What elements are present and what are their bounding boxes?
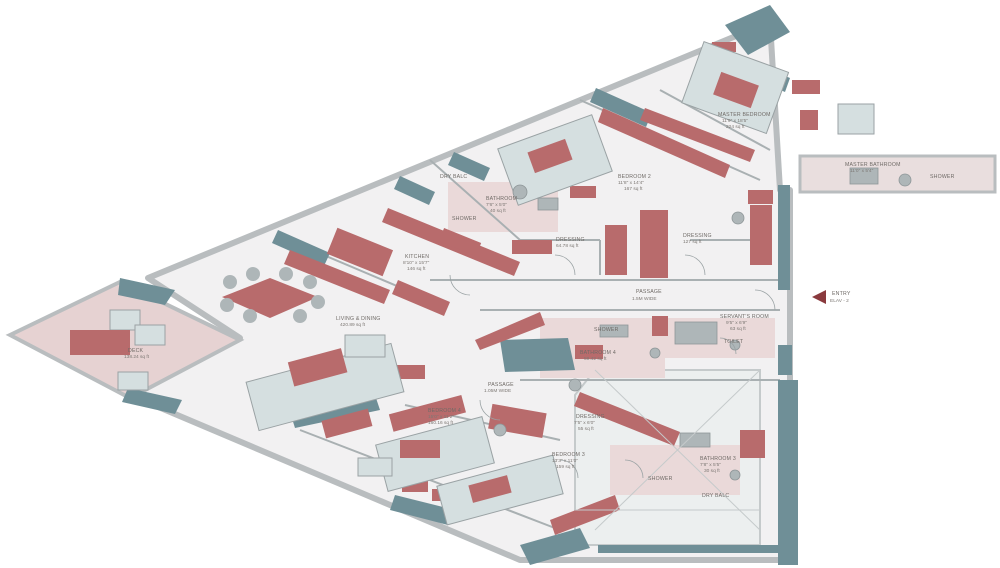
dressing-a-area: 64.78 sq ft: [556, 243, 579, 249]
door-arcs: [449, 254, 776, 479]
bedroom4-area: 160.16 sq ft: [428, 420, 454, 426]
dressing-a-label: DRESSING: [556, 237, 585, 243]
master-bedroom-label: MASTER BEDROOM: [718, 112, 771, 118]
toilet-label: TOILET: [724, 339, 744, 345]
maroon-fixtures: [284, 42, 820, 535]
entry-arrow-icon: [812, 290, 826, 304]
bedroom3-label: BEDROOM 3: [552, 452, 585, 458]
bath-fixtures: [493, 167, 912, 481]
living-area: 420.89 sq ft: [340, 322, 366, 328]
entry-sub: ELAV - 2: [830, 298, 849, 304]
passage-small-size: 1.05M WIDE: [484, 388, 511, 394]
bathroom3-label: BATHROOM 3: [700, 456, 736, 462]
servants-room-size: 9'5" x 6'9": [726, 320, 747, 326]
kitchen-label: KITCHEN: [405, 254, 429, 260]
light-well-lines: [575, 369, 761, 531]
bathroom4-area: 59.42 sq ft: [584, 356, 607, 362]
bathroom3-floor: [610, 445, 740, 495]
dressing-c-area: 55 sq ft: [578, 426, 594, 432]
bathroom-top-size: 7'6" x 5'0": [486, 202, 507, 208]
master-bedroom-area: 224 sq ft: [726, 124, 745, 130]
bedroom2-label: BEDROOM 2: [618, 174, 651, 180]
servants-room-area: 63 sq ft: [730, 326, 746, 332]
master-shower-label: SHOWER: [930, 174, 955, 180]
servants-room-label: SERVANT'S ROOM: [720, 314, 769, 320]
passage-main-size: 1.5M WIDE: [632, 296, 657, 302]
bathroom3-size: 7'8" x 5'5": [700, 462, 721, 468]
dressing-c-size: 7'5" x 6'0": [574, 420, 595, 426]
shower-low-label: SHOWER: [648, 476, 673, 482]
entry-label: ENTRY: [832, 291, 851, 297]
bedroom3-size: 13'3" x 11'0": [552, 458, 578, 464]
passage-small-label: PASSAGE: [488, 382, 514, 388]
bedroom2-size: 11'8" x 14'4": [618, 180, 644, 186]
kitchen-area: 146 sq ft: [407, 266, 426, 272]
passage-main-label: PASSAGE: [636, 289, 662, 295]
dressing-c-label: DRESSING: [576, 414, 605, 420]
bathroom-top-label: BATHROOM: [486, 196, 517, 202]
bathroom4-label: BATHROOM 4: [580, 350, 616, 356]
shower-top-label: SHOWER: [452, 216, 477, 222]
bathroom-top-area: 40 sq ft: [490, 208, 506, 214]
dressing-b-area: 127 sq ft: [683, 239, 702, 245]
master-bedroom-size: 11'9" x 18'5": [722, 118, 748, 124]
room-labels: MASTER BEDROOM 11'9" x 18'5" 224 sq ft M…: [124, 112, 955, 499]
bedroom3-area: 159 sq ft: [556, 464, 575, 470]
master-bath-floor: [798, 154, 997, 194]
shower-mid-label: SHOWER: [594, 327, 619, 333]
master-bathroom-label: MASTER BATHROOM: [845, 162, 901, 168]
deck-area: 138.24 sq ft: [124, 354, 150, 360]
deck-label: DECK: [128, 348, 144, 354]
bed-accents: [70, 71, 759, 503]
living-label: LIVING & DINING: [336, 316, 381, 322]
kitchen-size: 8'10" x 15'7": [403, 260, 430, 266]
bedroom4-label: BEDROOM 4: [428, 408, 461, 414]
dry-balc-top-label: DRY BALC: [440, 174, 467, 180]
bedroom2-area: 167 sq ft: [624, 186, 643, 192]
dining-set: [220, 267, 325, 323]
dry-balc-low-label: DRY BALC: [702, 493, 729, 499]
bedroom4-size: 15'0" x 11'2": [428, 414, 454, 420]
master-bathroom-size: 11'0" x 5'4": [850, 168, 874, 174]
dressing-b-label: DRESSING: [683, 233, 712, 239]
bathroom3-area: 30 sq ft: [704, 468, 720, 474]
